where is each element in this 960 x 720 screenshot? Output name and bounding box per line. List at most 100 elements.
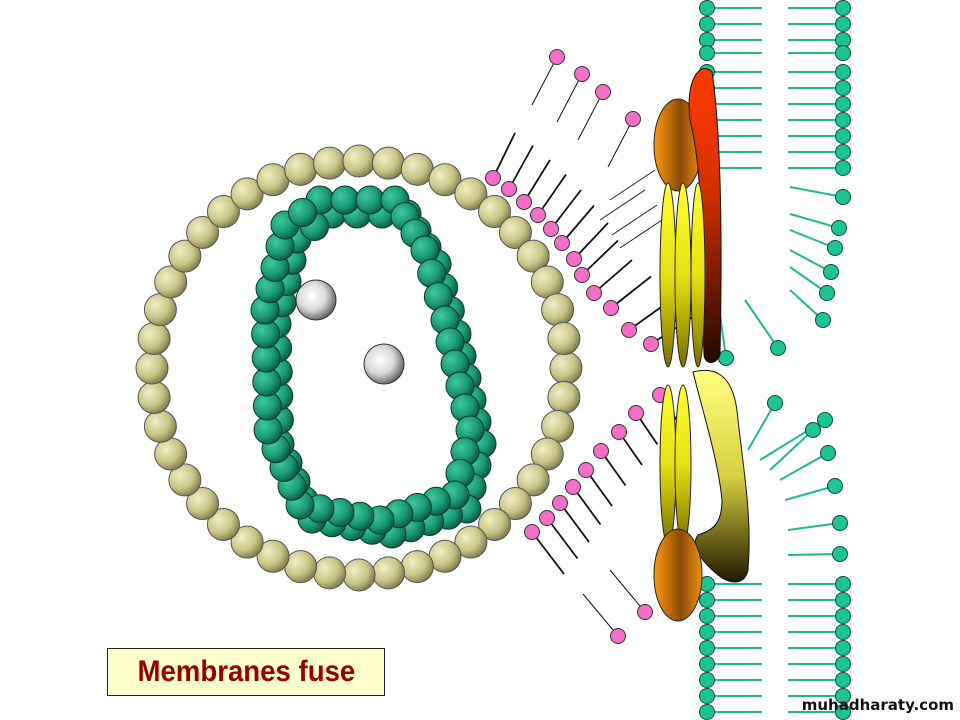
pink-lipid-head [595, 84, 611, 100]
pink-lipid-head [530, 207, 546, 223]
target-lipid-tail [789, 186, 844, 198]
target-lipid-tail [787, 522, 841, 531]
pink-lipid-tail [546, 517, 579, 560]
cargo-sphere [295, 279, 337, 321]
vesicle-bead [168, 239, 202, 273]
target-lipid-head [819, 285, 835, 301]
pink-lipid-tail [581, 239, 619, 276]
vesicle-bead [230, 525, 264, 559]
pink-lipid-head [610, 628, 626, 644]
vesicle-bead [400, 550, 434, 584]
pink-lipid-tail [609, 169, 656, 201]
pink-lipid-head [552, 495, 568, 511]
target-lipid-head [699, 672, 715, 688]
target-lipid-head [835, 656, 851, 672]
vesicle-bead [284, 152, 318, 186]
pink-lipid-head [637, 604, 653, 620]
target-lipid-head [699, 0, 715, 16]
snare-ellipse-lower [653, 528, 703, 622]
vesicle-bead [498, 487, 532, 521]
cargo-bead [355, 185, 385, 215]
pink-lipid-head [539, 510, 555, 526]
target-lipid-head [699, 608, 715, 624]
pink-lipid-tail [611, 204, 658, 236]
target-lipid-head [835, 128, 851, 144]
pink-lipid-head [603, 300, 619, 316]
vesicle-bead [186, 215, 220, 249]
target-lipid-head [835, 160, 851, 176]
caption-text: Membranes fuse [137, 655, 355, 688]
snare-helix-yellow-1 [659, 182, 677, 368]
pink-lipid-tail [619, 217, 666, 249]
snare-helix-yellow-3 [690, 182, 706, 368]
target-lipid-head [699, 704, 715, 720]
pink-lipid-tail [556, 73, 583, 123]
target-lipid-head [832, 546, 848, 562]
target-membrane-bilayer [699, 0, 851, 720]
target-lipid-head [823, 264, 839, 280]
vesicle-cargo-loop [250, 185, 497, 549]
vesicle-bead [478, 195, 512, 229]
target-lipid-tail [747, 402, 776, 451]
pink-lipid-head [586, 285, 602, 301]
pink-lipid-tail [582, 593, 619, 637]
snare-helix-yellow-5 [674, 384, 692, 546]
target-lipid-head [835, 189, 851, 205]
pink-lipid-head [611, 424, 627, 440]
vesicle-bead [313, 556, 347, 590]
vesicle-bead [168, 463, 202, 497]
vesicle-bead [498, 215, 532, 249]
cargo-sphere [363, 343, 405, 385]
watermark: muhadharaty.com [801, 696, 954, 714]
pink-lipid-head [485, 170, 501, 186]
vesicle-bead [454, 525, 488, 559]
vesicle-bead [230, 177, 264, 211]
target-lipid-head [831, 220, 847, 236]
target-lipid-head [835, 0, 851, 16]
pink-lipid-head [549, 49, 565, 65]
pink-lipid-tail [610, 275, 652, 309]
target-lipid-tail [779, 452, 829, 481]
target-lipid-head [835, 688, 851, 704]
vesicle-bead [342, 144, 376, 178]
vesicle-bead [137, 380, 171, 414]
pink-lipid-tail [523, 159, 551, 203]
target-lipid-head [835, 64, 851, 80]
target-lipid-head [699, 624, 715, 640]
target-lipid-tail [789, 213, 840, 229]
target-lipid-tail [784, 485, 836, 501]
pink-lipid-head [501, 181, 517, 197]
target-lipid-head [835, 144, 851, 160]
target-lipid-head [835, 576, 851, 592]
pink-lipid-tail [559, 502, 590, 543]
target-lipid-head [699, 592, 715, 608]
cargo-bead [288, 198, 317, 227]
caption-box: Membranes fuse [107, 648, 385, 696]
target-lipid-head [835, 608, 851, 624]
vesicle-bead [154, 265, 188, 299]
target-lipid-head [815, 312, 831, 328]
pink-lipid-head [578, 462, 594, 478]
target-lipid-head [835, 16, 851, 32]
snare-helix-yellow-4 [659, 384, 677, 546]
pink-lipid-head [574, 267, 590, 283]
vesicle-bead [516, 463, 550, 497]
target-lipid-head [699, 45, 715, 61]
pink-lipid-tail [531, 531, 565, 575]
target-lipid-head [835, 592, 851, 608]
snare-protein-complex [653, 68, 750, 622]
vesicle-bead [541, 293, 575, 327]
vesicle-bead [206, 507, 240, 541]
vesicle-bead [143, 409, 177, 443]
vesicle-bead [313, 146, 347, 180]
target-lipid-head [835, 672, 851, 688]
target-lipid-head [832, 515, 848, 531]
vesicle-bead [206, 195, 240, 229]
target-lipid-head [817, 412, 833, 428]
target-lipid-head [835, 624, 851, 640]
vesicle-bead [530, 437, 564, 471]
vesicle-bead [135, 351, 169, 385]
target-lipid-head [835, 96, 851, 112]
